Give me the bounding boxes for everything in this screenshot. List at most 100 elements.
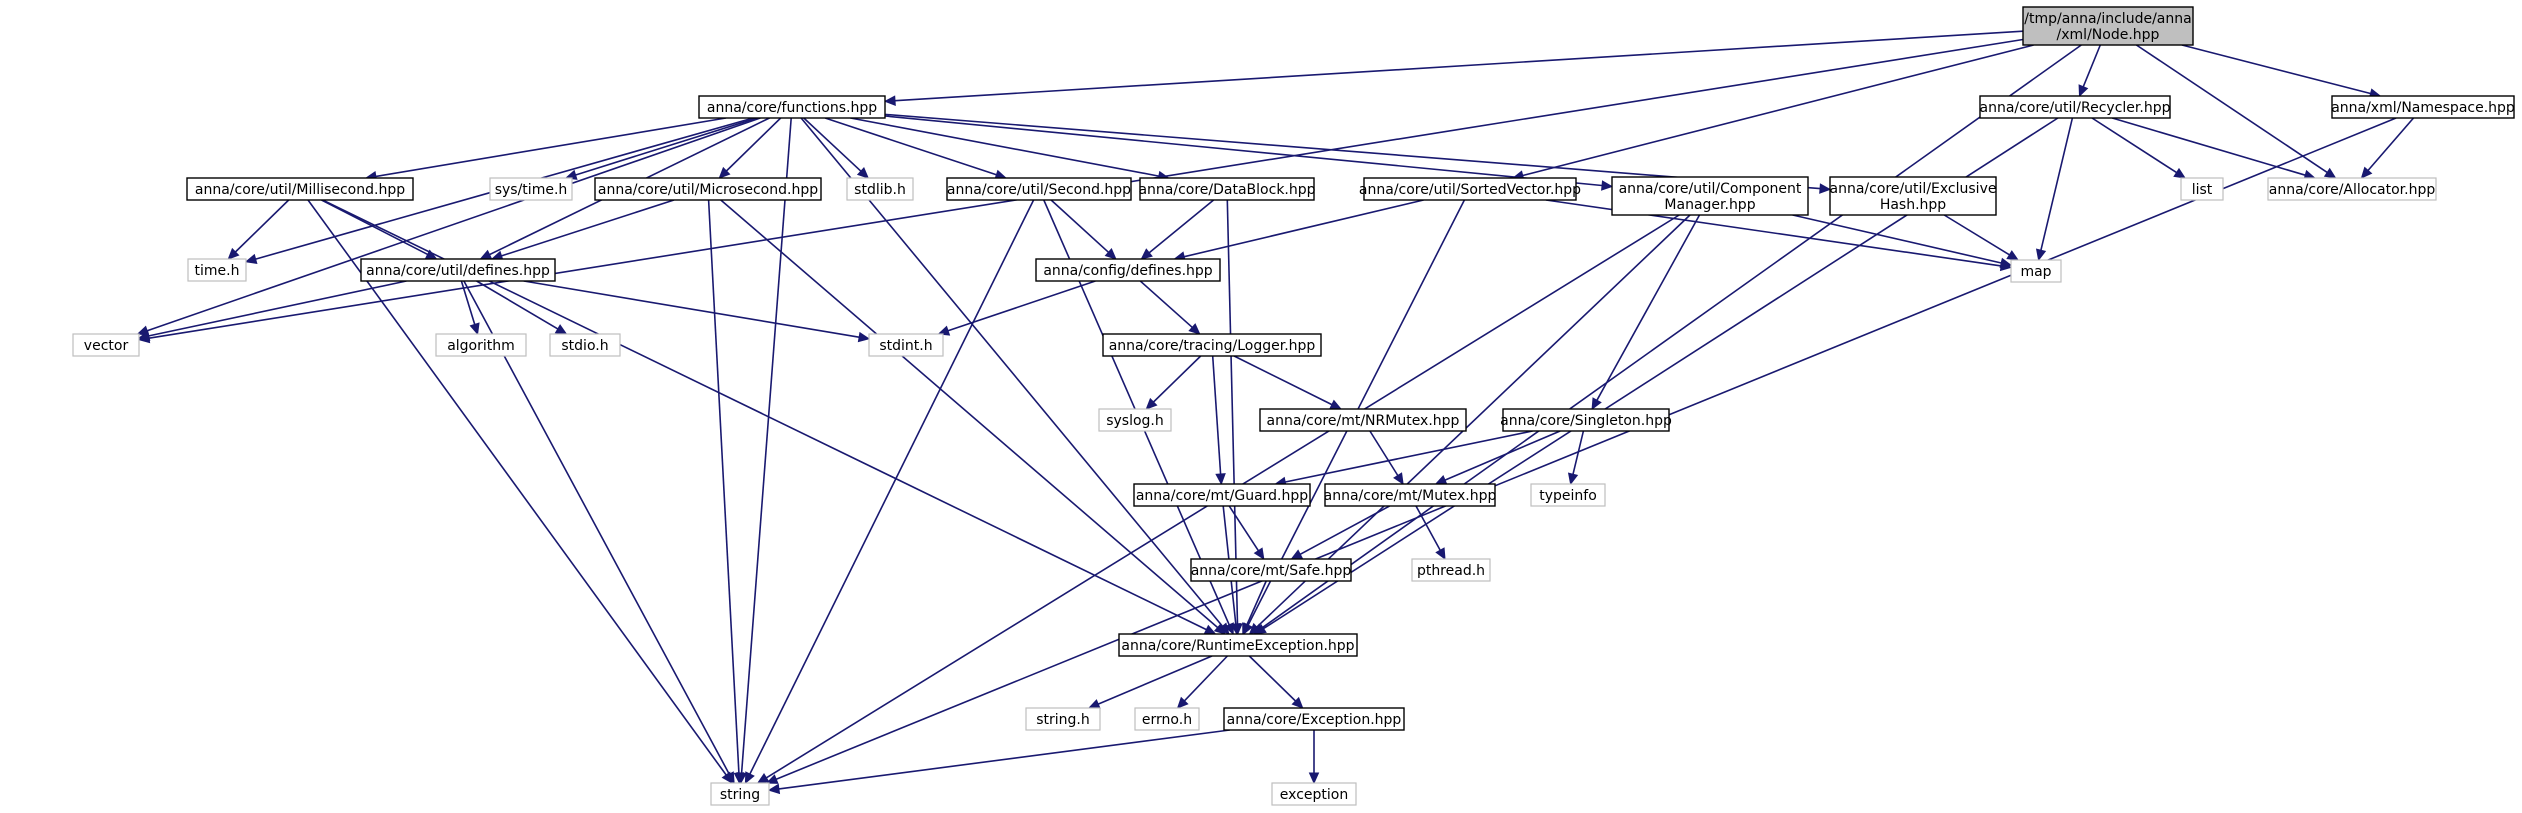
edge-line (1233, 355, 1333, 406)
edge-line (1792, 214, 2002, 264)
edge-line (1285, 430, 1533, 483)
edge-guard-to-safe (1228, 505, 1265, 561)
arrowhead-icon (724, 771, 735, 785)
arrowhead-icon (1819, 183, 1832, 194)
edge-second-to-string (744, 199, 1035, 785)
arrowhead-icon (1215, 473, 1226, 486)
node-label: anna/core/util/Second.hpp (947, 182, 1131, 198)
arrowhead-icon (1291, 696, 1304, 709)
edge-line (1572, 430, 1585, 475)
arrowhead-icon (1213, 623, 1227, 635)
node-box (1411, 558, 1491, 582)
nodes-layer: /tmp/anna/include/anna/xml/Node.hpp anna/… (72, 6, 2515, 806)
arrowhead-icon (733, 772, 745, 785)
node-microsecond[interactable]: anna/core/util/Microsecond.hpp (594, 177, 822, 201)
node-label: anna/core/util/Exclusive (1830, 181, 1997, 197)
edge-functions-to-microsecond (718, 117, 782, 179)
node-box (435, 333, 527, 357)
edge-line (1369, 430, 1399, 476)
edge-line (740, 117, 792, 774)
node-label: anna/core/Allocator.hpp (2269, 182, 2436, 198)
node-label: /tmp/anna/include/anna (2024, 11, 2191, 27)
node-box (1829, 176, 1997, 216)
arrowhead-icon (857, 331, 871, 343)
arrowhead-icon (554, 324, 568, 335)
node-namespace[interactable]: anna/xml/Namespace.hpp (2331, 95, 2515, 119)
arrowhead-icon (2035, 248, 2047, 262)
node-syslog: syslog.h (1098, 408, 1172, 432)
node-box (360, 258, 556, 282)
edge-defines_util-to-stdio (476, 280, 568, 335)
node-logger[interactable]: anna/core/tracing/Logger.hpp (1102, 333, 1322, 357)
arrowhead-icon (1435, 547, 1446, 561)
node-box (710, 782, 770, 806)
edge-line (234, 199, 290, 253)
edge-line (460, 280, 476, 325)
edge-runtimeexc-to-exception_hpp (1248, 655, 1304, 709)
node-label: anna/core/mt/Mutex.hpp (1324, 488, 1497, 504)
edge-defines_util-to-algorithm (460, 280, 480, 336)
node-box (1611, 176, 1809, 216)
edge-line (523, 280, 860, 338)
node-defines-cfg[interactable]: anna/config/defines.hpp (1035, 258, 1221, 282)
node-safe[interactable]: anna/core/mt/Safe.hpp (1190, 558, 1352, 582)
node-recycler[interactable]: anna/core/util/Recycler.hpp (1979, 95, 2171, 119)
node-box (1324, 483, 1496, 507)
node-stdint: stdint.h (868, 333, 944, 357)
node-box (1363, 177, 1577, 201)
edge-line (800, 117, 1224, 627)
node-label: stdio.h (561, 338, 608, 354)
node-box (1098, 408, 1172, 432)
edge-line (146, 117, 761, 332)
edge-mutex-to-safe (1290, 505, 1390, 560)
arrowhead-icon (1434, 474, 1448, 485)
node-label: sys/time.h (495, 182, 568, 198)
node-singleton[interactable]: anna/core/Singleton.hpp (1500, 408, 1672, 432)
node-nrmutex[interactable]: anna/core/mt/NRMutex.hpp (1259, 408, 1467, 432)
edge-line (1148, 199, 1215, 254)
arrowhead-icon (2360, 166, 2373, 179)
node-exception-hpp[interactable]: anna/core/Exception.hpp (1223, 707, 1405, 731)
node-box (868, 333, 944, 357)
edge-recycler-to-list (2091, 117, 2187, 179)
node-guard[interactable]: anna/core/mt/Guard.hpp (1133, 483, 1311, 507)
node-millisecond[interactable]: anna/core/util/Millisecond.hpp (186, 177, 414, 201)
node-sortedvector[interactable]: anna/core/util/SortedVector.hpp (1359, 177, 1581, 201)
edge-line (1184, 199, 1424, 258)
node-stdio: stdio.h (549, 333, 621, 357)
node-box (1259, 408, 1467, 432)
edge-line (1139, 280, 1193, 328)
node-label: /xml/Node.hpp (2057, 27, 2160, 43)
node-mutex[interactable]: anna/core/mt/Mutex.hpp (1324, 483, 1497, 507)
node-box (1134, 707, 1200, 731)
edge-line (1246, 580, 1267, 626)
arrowhead-icon (1140, 248, 1153, 260)
arrowhead-icon (1308, 772, 1320, 785)
edge-root-to-recycler (2078, 44, 2102, 98)
node-defines-util[interactable]: anna/core/util/defines.hpp (360, 258, 556, 282)
node-root[interactable]: /tmp/anna/include/anna/xml/Node.hpp (2022, 6, 2194, 46)
edge-functions-to-string (736, 117, 792, 785)
edge-logger-to-syslog (1145, 355, 1202, 410)
edge-sortedvector-to-defines_cfg (1173, 199, 1424, 262)
edge-second-to-defines_cfg (1050, 199, 1117, 260)
node-list: list (2180, 177, 2224, 201)
arrowhead-icon (2173, 167, 2187, 179)
node-datablock[interactable]: anna/core/DataBlock.hpp (1138, 177, 1316, 201)
edge-defines_util-to-string (463, 280, 735, 785)
node-label: Manager.hpp (1664, 197, 1755, 213)
node-second[interactable]: anna/core/util/Second.hpp (946, 177, 1132, 201)
node-box (1133, 483, 1311, 507)
arrowhead-icon (2078, 84, 2089, 98)
node-box (2180, 177, 2224, 201)
edge-line (778, 729, 1230, 790)
node-functions[interactable]: anna/core/functions.hpp (698, 95, 886, 119)
node-label: time.h (195, 263, 240, 279)
node-box (549, 333, 621, 357)
node-runtimeexc[interactable]: anna/core/RuntimeException.hpp (1118, 633, 1358, 657)
node-label: anna/core/tracing/Logger.hpp (1109, 338, 1316, 354)
arrowhead-icon (2323, 167, 2337, 179)
node-box (1102, 333, 1322, 357)
